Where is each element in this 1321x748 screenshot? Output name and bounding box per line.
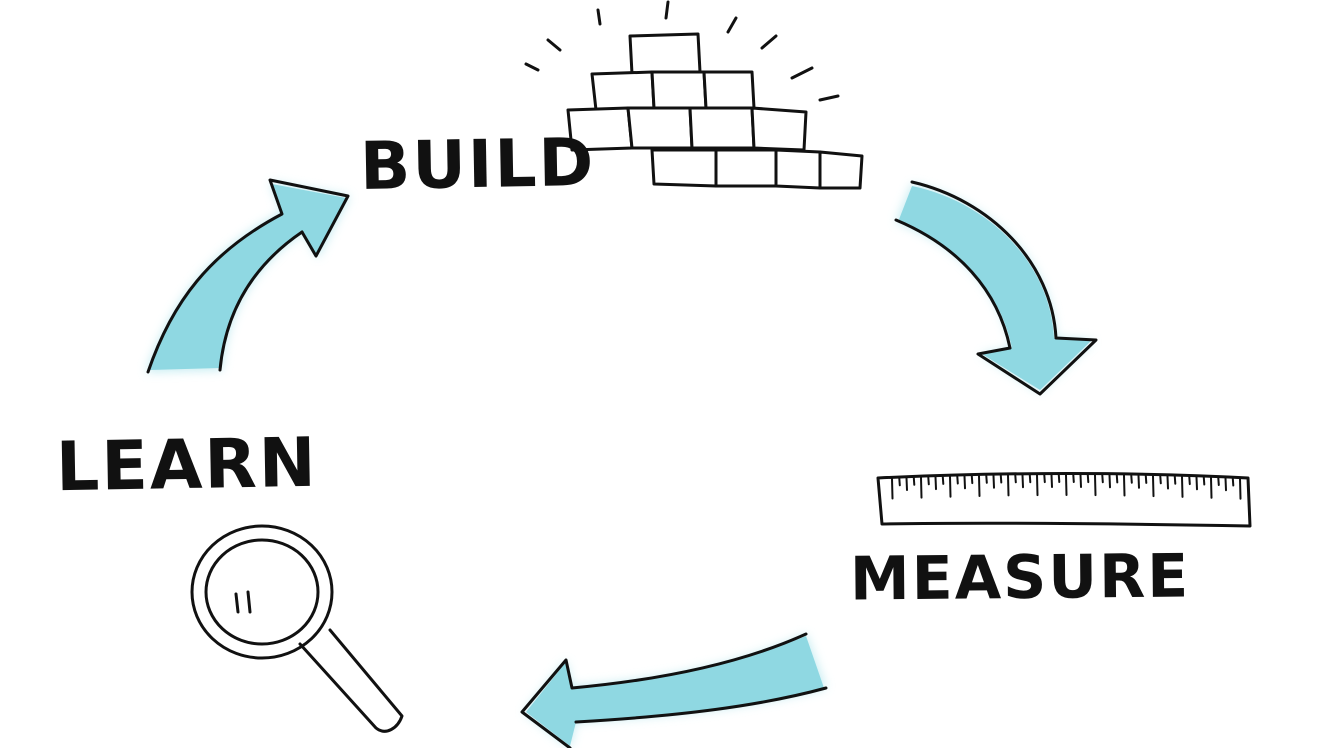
- magnifying-glass-icon: [190, 524, 404, 733]
- step-label-measure: MEASURE: [849, 541, 1191, 615]
- ruler-tick: [1036, 474, 1039, 497]
- brick-pyramid-icon: [566, 32, 864, 190]
- ruler-tick: [985, 474, 988, 484]
- ruler-tick: [1231, 477, 1235, 487]
- ruler-icon: [876, 472, 1252, 528]
- ruler-tick: [1202, 476, 1206, 486]
- ruler-tick: [912, 476, 916, 486]
- ruler-tick: [1188, 476, 1191, 486]
- ruler-tick: [1217, 477, 1220, 486]
- ruler-tick: [1014, 474, 1017, 484]
- ruler-tick: [1137, 474, 1140, 489]
- ruler-tick: [1130, 474, 1133, 484]
- ruler-tick: [1115, 474, 1119, 484]
- ruler-tick: [934, 476, 937, 491]
- ruler-tick: [941, 475, 945, 485]
- ruler-tick: [1210, 476, 1213, 499]
- ruler-tick: [956, 475, 959, 485]
- ruler-tick: [1028, 474, 1032, 484]
- ruler-tick: [999, 474, 1003, 484]
- ruler-tick: [905, 477, 908, 491]
- ruler-tick: [920, 476, 923, 499]
- ruler-tick: [1166, 475, 1169, 490]
- ruler-tick: [1007, 474, 1010, 497]
- ruler-tick: [1057, 474, 1061, 483]
- ruler-tick: [970, 475, 974, 485]
- ruler-tick: [1043, 474, 1046, 484]
- arrow-measure-to-learn: [520, 632, 828, 748]
- ruler-tick: [992, 474, 995, 489]
- ruler-tick: [1181, 475, 1184, 498]
- ruler-tick: [1159, 475, 1162, 485]
- ruler-tick: [1072, 474, 1075, 483]
- ruler-tick: [1079, 474, 1082, 488]
- ruler-tick: [978, 475, 981, 497]
- ruler-tick: [1152, 475, 1155, 498]
- ruler-tick: [1065, 474, 1068, 496]
- ruler-tick: [1173, 475, 1177, 485]
- ruler-tick: [1086, 474, 1090, 484]
- ruler-tick: [949, 475, 952, 498]
- step-label-build: BUILD: [359, 123, 596, 206]
- ruler-tick: [1094, 474, 1097, 497]
- ruler-tick: [1239, 477, 1242, 500]
- ruler-tick: [1101, 474, 1104, 484]
- ruler-tick: [1144, 474, 1148, 484]
- arrow-build-to-measure: [894, 180, 1098, 396]
- ruler-tick: [1123, 474, 1126, 497]
- step-label-learn: LEARN: [55, 423, 319, 508]
- ruler-tick: [1108, 474, 1111, 489]
- ruler-tick: [898, 477, 901, 487]
- ruler-tick: [1224, 477, 1227, 492]
- ruler-tick: [1195, 476, 1198, 491]
- ruler-tick: [963, 475, 966, 490]
- sparkle-icon: [524, 0, 840, 102]
- ruler-tick: [1050, 474, 1053, 488]
- arrow-learn-to-build: [146, 178, 350, 374]
- ruler-tick: [891, 477, 894, 500]
- ruler-tick: [927, 476, 930, 486]
- ruler-tick: [1021, 474, 1024, 489]
